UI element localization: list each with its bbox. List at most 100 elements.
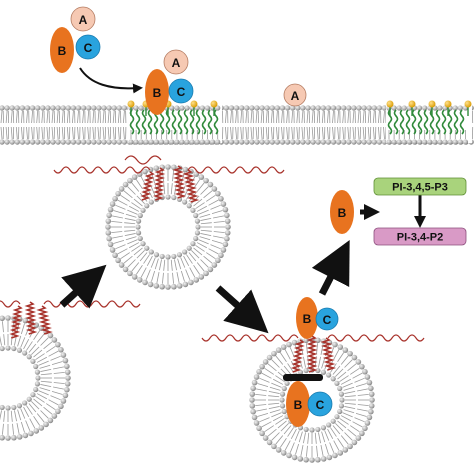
lipid-head — [45, 139, 51, 145]
lipid-head — [159, 253, 165, 260]
green-chain — [183, 121, 189, 135]
lipid-head — [224, 230, 231, 236]
complex-vesicle-outer: B C — [296, 297, 339, 339]
arrow-left-to-top — [59, 264, 107, 309]
lipid-head — [165, 254, 171, 260]
lipid-head — [300, 105, 306, 111]
lipid-tail — [15, 110, 18, 124]
lipid-head — [60, 352, 67, 358]
lipid-tail — [97, 126, 100, 140]
lipid-head — [106, 212, 112, 219]
lipid-tail — [123, 126, 125, 140]
lipid-head — [320, 139, 326, 145]
lipid-head — [320, 456, 327, 462]
lipid-tail — [350, 425, 360, 433]
protein-b-label: B — [153, 86, 162, 100]
lipid-tail — [320, 445, 324, 456]
lipid-head — [361, 105, 367, 111]
lipid-tail — [170, 183, 173, 195]
lipid-head — [339, 397, 345, 403]
lipid-head — [355, 359, 362, 365]
protein-a-label: A — [172, 56, 181, 70]
lipid-head — [43, 421, 49, 428]
lipid-tail — [124, 218, 136, 221]
lipid-head — [24, 105, 31, 111]
helix — [153, 167, 166, 201]
lipid-tail — [20, 337, 26, 348]
lipid-head — [271, 443, 277, 450]
lipid-head — [366, 105, 372, 111]
lipid-tail — [291, 126, 294, 140]
flow-arrows — [59, 67, 426, 334]
lipid-head — [29, 105, 36, 111]
lipid-tail — [20, 323, 25, 335]
lipid-head — [320, 369, 327, 375]
lipid-head — [45, 105, 51, 111]
lipid-head — [169, 139, 175, 145]
lipid-head — [305, 139, 311, 145]
lipid-tail — [347, 126, 350, 140]
lipid-head — [427, 139, 433, 145]
lipid-tail — [340, 378, 351, 385]
lipid-tail — [335, 423, 344, 432]
lipid-head — [364, 374, 371, 380]
lipid-head — [116, 139, 123, 145]
helix — [320, 337, 337, 371]
lipid-tail — [26, 405, 33, 415]
lipid-head — [351, 139, 357, 145]
lipid-tail — [21, 110, 23, 124]
lipid-head — [111, 139, 117, 145]
lipid-tail — [316, 126, 319, 140]
lipid-head — [396, 139, 402, 145]
lipid-tail — [327, 110, 329, 124]
lipid-head — [222, 241, 229, 248]
lipid-head — [91, 105, 97, 111]
lipid-head — [391, 139, 397, 145]
lipid-tail — [269, 386, 281, 391]
lipid-tail — [15, 126, 18, 140]
lipid-tail — [38, 360, 49, 366]
protein-b — [50, 27, 74, 73]
protein-a — [283, 83, 307, 107]
lipid-tail — [46, 110, 49, 124]
lipid-tail — [378, 126, 380, 140]
lipid-head — [279, 397, 285, 403]
lipid-tail — [154, 258, 159, 270]
tail — [0, 300, 21, 308]
green-chain — [435, 109, 441, 123]
pip2-label: PI-3,4-P2 — [397, 232, 443, 244]
helix-bundles — [0, 155, 425, 373]
lipid-head — [33, 322, 40, 328]
lipid-tail — [180, 257, 186, 268]
lipid-tail — [321, 110, 324, 124]
lipid-head — [275, 447, 282, 453]
lipid-tail — [129, 205, 140, 212]
lipid-tail — [200, 233, 212, 236]
lipid-head — [5, 315, 11, 321]
lipid-tail — [33, 416, 41, 426]
lipid-head — [204, 105, 211, 111]
lipid-head — [153, 165, 160, 171]
lipid-tail — [339, 375, 349, 382]
green-chain — [453, 109, 459, 123]
lipid-head — [442, 139, 448, 145]
lipid-tail — [5, 110, 8, 124]
lipid-head — [142, 279, 148, 286]
lipid-tail — [259, 417, 270, 423]
green-chain — [195, 109, 201, 123]
lipid-head — [279, 105, 286, 111]
lipid-head — [171, 253, 177, 260]
lipid-tail — [170, 259, 173, 271]
lipid-tail — [260, 126, 263, 140]
green-chain — [429, 121, 435, 135]
protein-b — [330, 190, 354, 234]
lipid-head — [422, 105, 428, 111]
lipid-head — [106, 139, 112, 145]
pip3-label: PI-3,4,5-P3 — [392, 182, 448, 194]
lipid-head — [55, 139, 61, 145]
lipid-head — [50, 139, 56, 145]
lipid-tail — [17, 335, 22, 347]
lipid-head — [33, 386, 39, 393]
lipid-tail — [92, 110, 95, 124]
green-chain — [201, 121, 207, 135]
